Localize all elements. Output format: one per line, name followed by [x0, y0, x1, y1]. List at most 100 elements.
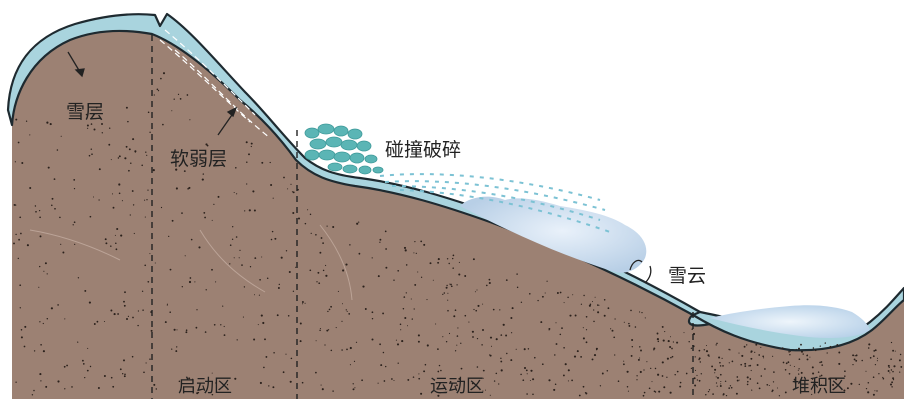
speckle-dot — [144, 264, 147, 267]
speckle-dot — [820, 384, 822, 386]
speckle-dot — [62, 251, 65, 254]
speckle-dot — [223, 325, 225, 328]
speckle-dot — [776, 387, 779, 389]
speckle-dot — [721, 357, 723, 359]
speckle-dot — [784, 391, 787, 394]
speckle-dot — [826, 352, 828, 354]
speckle-dot — [750, 357, 753, 360]
speckle-dot — [725, 394, 728, 397]
speckle-dot — [749, 378, 752, 380]
speckle-dot — [449, 283, 451, 285]
speckle-dot — [662, 339, 665, 342]
speckle-dot — [690, 347, 693, 349]
speckle-dot — [811, 378, 814, 380]
speckle-dot — [358, 221, 360, 223]
speckle-dot — [654, 367, 657, 370]
speckle-dot — [562, 374, 565, 377]
speckle-dot — [177, 93, 180, 96]
speckle-dot — [418, 377, 421, 380]
speckle-dot — [708, 389, 711, 391]
speckle-dot — [415, 252, 417, 254]
speckle-dot — [899, 353, 902, 356]
speckle-dot — [29, 134, 31, 136]
speckle-dot — [657, 373, 660, 376]
speckle-dot — [476, 289, 478, 291]
speckle-dot — [603, 314, 606, 317]
speckle-dot — [292, 211, 295, 215]
speckle-dot — [252, 190, 255, 193]
speckle-dot — [838, 362, 841, 365]
speckle-dot — [153, 383, 156, 386]
speckle-dot — [698, 358, 700, 361]
speckle-dot — [39, 321, 41, 323]
speckle-dot — [162, 72, 166, 75]
speckle-dot — [614, 318, 616, 320]
speckle-dot — [532, 378, 535, 381]
speckle-dot — [812, 372, 815, 375]
speckle-dot — [505, 334, 508, 337]
speckle-dot — [802, 353, 804, 355]
speckle-dot — [379, 238, 382, 241]
speckle-dot — [86, 127, 89, 129]
speckle-dot — [124, 373, 126, 376]
label-snow-layer: 雪层 — [66, 101, 104, 123]
speckle-dot — [185, 331, 188, 334]
speckle-dot — [671, 355, 674, 358]
speckle-dot — [72, 224, 74, 226]
speckle-dot — [290, 183, 292, 185]
speckle-dot — [437, 348, 439, 350]
speckle-dot — [738, 379, 740, 381]
speckle-dot — [458, 377, 461, 380]
speckle-dot — [162, 123, 164, 126]
speckle-dot — [195, 326, 198, 329]
speckle-dot — [653, 347, 656, 350]
speckle-dot — [471, 382, 474, 385]
speckle-dot — [699, 361, 702, 363]
speckle-dot — [630, 309, 632, 312]
speckle-dot — [307, 209, 309, 211]
speckle-dot — [593, 354, 597, 357]
speckle-dot — [246, 183, 248, 185]
speckle-dot — [468, 321, 470, 323]
speckle-dot — [672, 341, 675, 343]
speckle-dot — [696, 374, 698, 377]
speckle-dot — [698, 349, 701, 352]
speckle-dot — [13, 203, 16, 206]
speckle-dot — [243, 286, 246, 288]
speckle-dot — [760, 346, 762, 348]
speckle-dot — [869, 357, 872, 359]
speckle-dot — [599, 385, 602, 387]
speckle-dot — [321, 388, 324, 391]
ground-cracks — [29, 224, 353, 301]
speckle-dot — [585, 392, 588, 395]
speckle-dot — [406, 325, 409, 327]
speckle-dot — [246, 161, 248, 164]
speckle-dot — [236, 193, 238, 195]
speckle-dot — [180, 386, 182, 388]
speckle-dot — [144, 199, 146, 201]
speckle-dot — [874, 349, 877, 352]
speckle-dot — [530, 369, 533, 372]
speckle-dot — [798, 368, 800, 370]
speckle-dot — [184, 255, 186, 257]
speckle-dot — [418, 373, 420, 375]
speckle-dot — [626, 386, 629, 388]
speckle-dot — [532, 393, 534, 396]
speckle-dot — [98, 199, 100, 201]
speckle-dot — [435, 323, 437, 325]
speckle-dot — [664, 331, 666, 333]
speckle-dot — [245, 141, 248, 144]
speckle-dot — [15, 233, 17, 236]
speckle-dot — [82, 359, 84, 362]
speckle-dot — [297, 217, 301, 220]
speckle-dot — [112, 385, 115, 388]
speckle-dot — [188, 377, 191, 380]
speckle-dot — [890, 341, 893, 344]
speckle-dot — [511, 307, 514, 310]
speckle-dot — [448, 262, 450, 265]
speckle-dot — [693, 377, 696, 380]
speckle-dot — [51, 197, 54, 200]
speckle-dot — [123, 304, 126, 307]
speckle-dot — [591, 358, 594, 361]
speckle-dot — [824, 342, 826, 344]
